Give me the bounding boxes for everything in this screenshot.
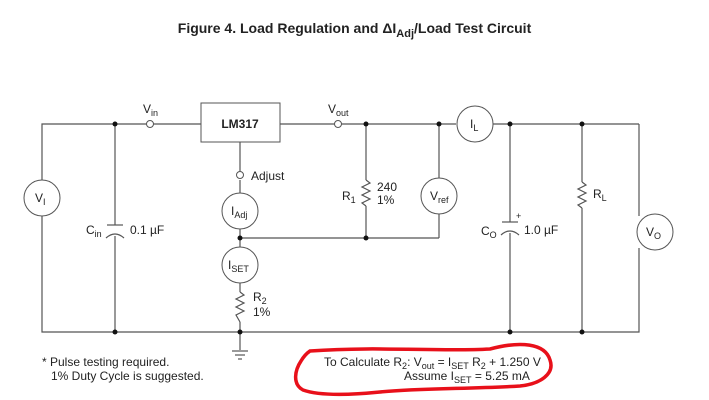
r2-label: R2 [253,290,267,306]
iset-meter [221,246,259,284]
footnote: * Pulse testing required. 1% Duty Cycle … [42,355,204,383]
il-label: IL [470,117,478,133]
wire-bottom [41,212,640,333]
adjust-terminal [236,171,244,179]
regulator-label: LM317 [221,117,259,131]
wire-top-left [41,123,201,185]
wires [41,123,640,350]
formula-line-1: To Calculate R2: Vout = ISET R2 + 1.250 … [324,355,541,371]
cin-value: 0.1 µF [130,223,164,237]
vref-label: Vref [430,189,449,205]
r1-value: 240 [377,180,397,194]
rl-label: RL [593,187,607,203]
r1-tolerance: 1% [377,193,395,207]
rl-resistor [576,181,588,209]
iadj-meter [221,192,259,230]
vi-meter [23,179,61,217]
vin-terminal [146,120,154,128]
il-meter [456,105,494,143]
lm317-regulator [200,102,281,143]
vo-meter [636,213,674,251]
vi-label: VI [35,191,46,207]
vo-label: VO [646,225,661,241]
iset-label: ISET [228,258,249,274]
cin-capacitor [105,224,125,239]
r2-tolerance: 1% [253,305,271,319]
formula-line-2: Assume ISET = 5.25 mA [404,369,530,385]
figure-title: Figure 4. Load Regulation and ΔIAdj/Load… [177,20,532,40]
vout-label: Vout [328,102,349,118]
vref-meter [420,177,458,215]
r2-resistor [234,291,246,323]
vout-terminal [334,120,342,128]
red-highlight-annotation [293,342,553,397]
cin-label: Cin [86,223,102,239]
ground-icon [232,350,248,360]
vin-label: Vin [143,102,158,118]
r1-label: R1 [342,189,356,205]
co-capacitor [500,221,520,236]
co-label: CO [481,224,497,240]
co-value: 1.0 µF [524,223,558,237]
adjust-label: Adjust [251,169,285,183]
junction-dots [112,121,585,335]
iadj-label: IAdj [231,204,247,220]
footnote-line-2: 1% Duty Cycle is suggested. [51,369,204,383]
co-polarity: + [516,211,521,221]
r1-resistor [360,179,372,207]
footnote-line-1: * Pulse testing required. [42,355,170,369]
